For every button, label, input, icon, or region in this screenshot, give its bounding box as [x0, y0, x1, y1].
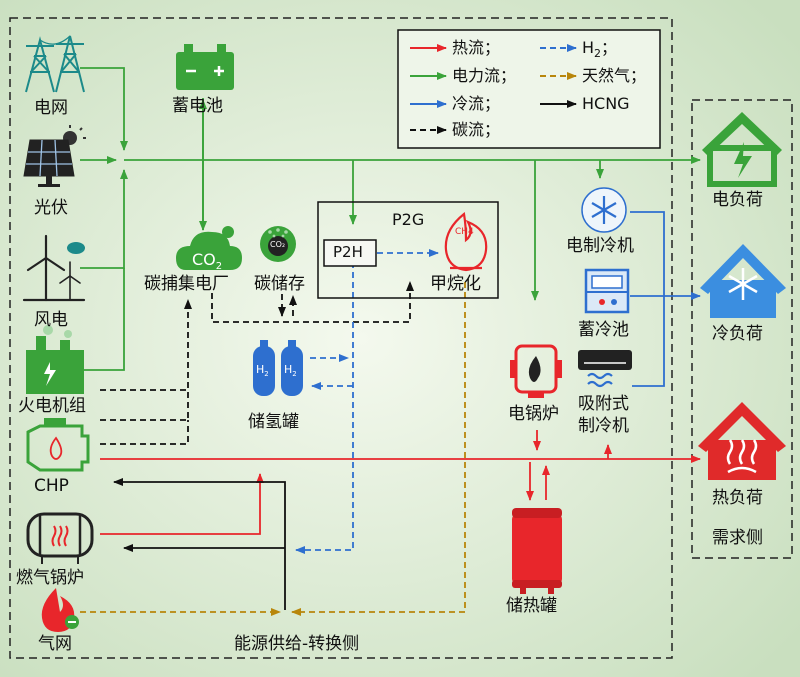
chp-label: CHP: [34, 476, 69, 496]
h2-flow-lines: [295, 249, 439, 554]
gas-flow-lines: [80, 282, 466, 616]
pv-label: 光伏: [34, 198, 68, 218]
e-boiler-label: 电锅炉: [508, 404, 559, 424]
legend-cold-label: 冷流；: [452, 94, 501, 113]
heat-load-label: 热负荷: [712, 488, 763, 508]
gas-grid-label: 气网: [38, 634, 72, 654]
heat-load-house-icon: [698, 402, 786, 480]
e-chiller-label: 电制冷机: [566, 236, 634, 256]
p2g-label: P2G: [392, 210, 425, 229]
carbon-storage-icon: [260, 226, 296, 262]
power-grid-tower-icon: [25, 35, 85, 93]
methanation-flame-icon: [444, 211, 488, 272]
heat-storage-label: 储热罐: [506, 596, 557, 616]
supply-section-frame: [9, 17, 673, 659]
cold-storage-icon: [584, 268, 630, 314]
battery-icon: [176, 44, 234, 90]
legend-heat-label: 热流；: [452, 38, 501, 57]
gas-boiler-icon: [26, 512, 94, 564]
carbon-flow-lines: [100, 281, 414, 445]
hydrogen-tank-icon: [253, 340, 303, 396]
h2-tank-label: 储氢罐: [248, 412, 299, 432]
carbon-capture-label: 碳捕集电厂: [144, 274, 229, 294]
wind-turbine-icon: [22, 234, 86, 302]
cold-load-label: 冷负荷: [712, 324, 763, 344]
wind-label: 风电: [34, 310, 68, 330]
legend-hcng-label: HCNG: [582, 94, 630, 113]
cold-load-house-icon: [700, 244, 786, 318]
absorption-chiller-icon: [578, 350, 632, 388]
absorption-label-1: 吸附式: [578, 394, 629, 414]
solar-panel-icon: [23, 125, 86, 187]
demand-section-label: 需求侧: [712, 528, 763, 548]
methanation-label: 甲烷化: [430, 274, 481, 294]
h2-tank-text-2: H2: [284, 363, 297, 379]
gas-grid-flame-icon: [41, 588, 79, 632]
legend-h2-label: H2；: [582, 38, 618, 61]
co2-icon-text: CO2: [192, 250, 223, 273]
electric-boiler-icon: [510, 344, 562, 398]
p2g-box: [317, 201, 499, 299]
power-load-label: 电负荷: [712, 190, 763, 210]
cold-storage-label: 蓄冷池: [578, 320, 629, 340]
carbon-capture-co2-icon: [176, 226, 242, 270]
supply-section-label: 能源供给-转换侧: [234, 634, 360, 654]
absorption-label-2: 制冷机: [578, 416, 629, 436]
p2h-box: [323, 239, 377, 267]
power-load-house-icon: [702, 112, 782, 187]
battery-label: 蓄电池: [172, 96, 223, 116]
electric-chiller-icon: [581, 187, 627, 233]
legend-gas-label: 天然气；: [582, 66, 647, 85]
hcng-flow-lines: [113, 478, 286, 610]
carbon-storage-label: 碳储存: [254, 274, 305, 294]
ch4-text: CH4: [455, 227, 474, 237]
thermal-label: 火电机组: [18, 396, 86, 416]
grid-label: 电网: [34, 98, 68, 118]
gas-boiler-label: 燃气锅炉: [16, 568, 84, 588]
power-flow-lines: [80, 67, 701, 371]
legend-carbon-label: 碳流；: [452, 120, 501, 139]
co2-small-text: CO₂: [270, 240, 286, 249]
heat-storage-tank-icon: [512, 508, 562, 594]
legend-power-label: 电力流；: [452, 66, 517, 85]
p2h-label: P2H: [333, 243, 363, 261]
cloud-icon: [67, 242, 85, 254]
thermal-plant-icon: [26, 325, 84, 394]
chp-engine-icon: [26, 418, 90, 472]
demand-section-frame: [691, 99, 793, 559]
heat-flow-lines: [100, 430, 701, 535]
h2-tank-text-1: H2: [256, 363, 269, 379]
cold-flow-lines: [630, 211, 701, 387]
